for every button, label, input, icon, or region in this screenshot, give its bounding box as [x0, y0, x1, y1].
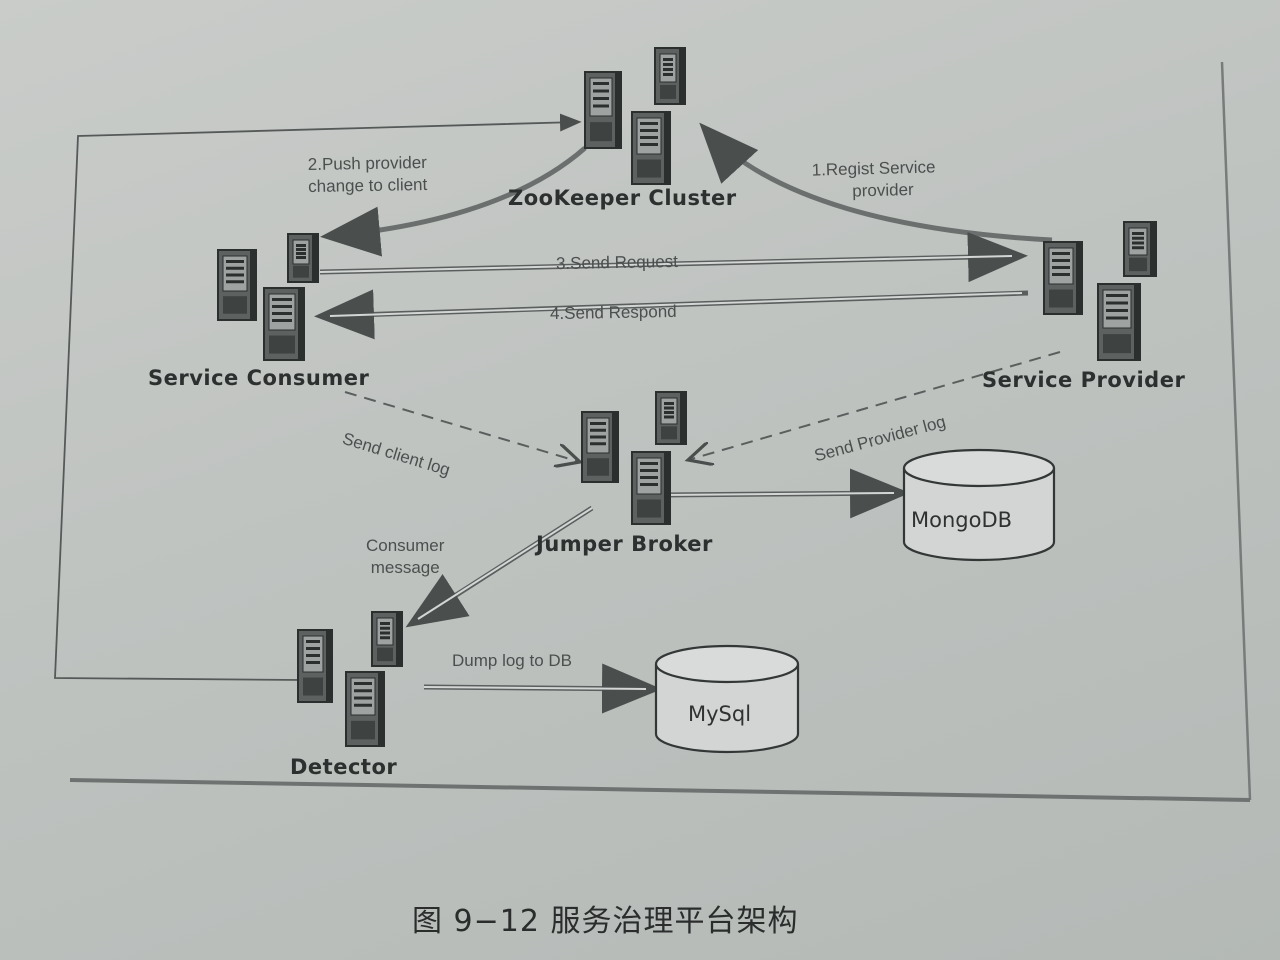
provider-server-icon-1 [1043, 241, 1083, 315]
broker-title: Jumper Broker [536, 532, 713, 556]
detector-title: Detector [290, 755, 398, 779]
broker-server-icon-1 [581, 411, 619, 483]
zookeeper-server-icon-3 [631, 111, 671, 185]
provider-log-arrow [688, 351, 1061, 460]
push-label-line2: change to client [308, 174, 428, 197]
detector-server-icon-2 [371, 611, 403, 667]
consumer-server-icon-3 [263, 287, 305, 361]
page-frame [1220, 61, 1252, 801]
detector-server-icon-1 [297, 629, 333, 703]
broker-server-icon-2 [655, 391, 687, 445]
respond-label: 4.Send Respond [549, 301, 677, 324]
mongodb-label: MongoDB [911, 508, 1013, 532]
consumer-message-line2: message [370, 558, 440, 577]
dump-log-label: Dump log to DB [452, 651, 572, 670]
zookeeper-server-icon-1 [584, 71, 622, 149]
page-bottom-edge [69, 778, 1251, 802]
loop-line [54, 113, 582, 681]
figure-caption: 图 9−12 服务治理平台架构 [412, 904, 799, 939]
request-label: 3.Send Request [555, 251, 679, 274]
consumer-message-label: Consumer message [366, 535, 444, 579]
provider-server-icon-3 [1097, 283, 1141, 361]
regist-label: 1.Regist Service provider [811, 156, 936, 203]
broker-server-icon-3 [631, 451, 671, 525]
mongodb-cylinder [902, 448, 1056, 562]
regist-label-line1: 1.Regist Service [811, 157, 936, 180]
push-label: 2.Push provider change to client [308, 152, 428, 198]
mysql-cylinder [654, 644, 800, 754]
detector-server-icon-3 [345, 671, 385, 747]
push-label-line1: 2.Push provider [307, 152, 428, 175]
client-log-arrow [344, 391, 580, 462]
regist-label-line2: provider [852, 179, 914, 201]
consumer-server-icon-1 [217, 249, 257, 321]
provider-title: Service Provider [982, 368, 1186, 392]
server-icons [217, 47, 1157, 747]
consumer-message-line1: Consumer [366, 536, 445, 555]
consumer-server-icon-2 [287, 233, 319, 283]
consumer-title: Service Consumer [148, 366, 370, 390]
provider-server-icon-2 [1123, 221, 1157, 277]
mysql-label: MySql [688, 702, 752, 726]
push-arrow [320, 146, 587, 257]
zookeeper-title: ZooKeeper Cluster [508, 186, 737, 210]
zookeeper-server-icon-2 [654, 47, 686, 105]
